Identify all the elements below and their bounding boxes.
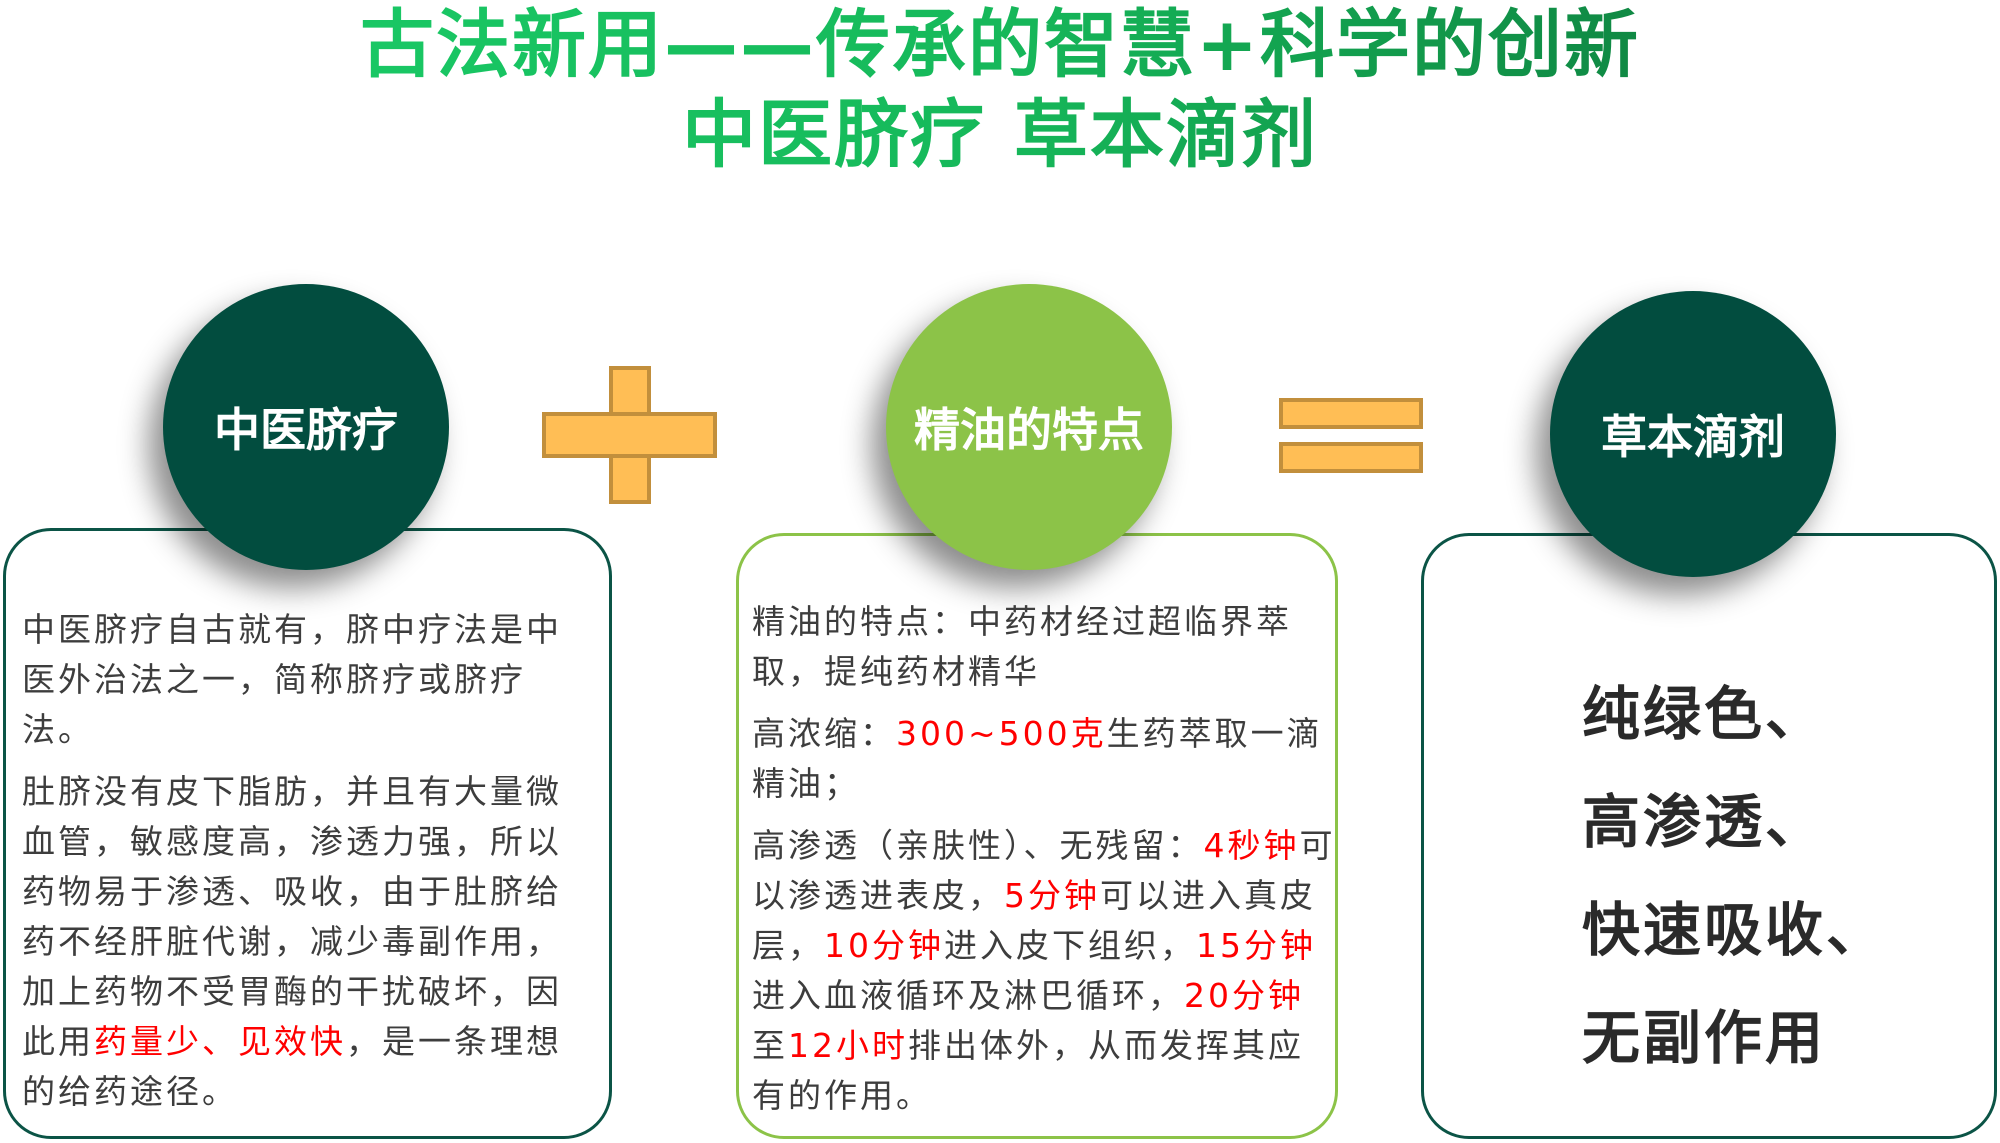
highlight-text: 12小时 [788, 1026, 908, 1065]
body-text-segment: 生药萃取一滴精油； [752, 714, 1323, 803]
feature-item: 纯绿色、 [1582, 680, 1827, 748]
circle-essential-oil: 精油的特点 [886, 284, 1172, 570]
paragraph: 精油的特点：中药材经过超临界萃取，提纯药材精华 [752, 597, 1337, 697]
circle-tcm-navel-therapy: 中医脐疗 [163, 284, 449, 570]
circle-label: 精油的特点 [914, 403, 1144, 457]
highlight-text: 300~500克 [896, 714, 1107, 753]
circle-label: 中医脐疗 [214, 403, 398, 457]
body-text-segment: ，是一条理想的给药途径。 [22, 1022, 562, 1111]
text-tcm-navel-therapy: 中医脐疗自古就有，脐中疗法是中医外治法之一，简称脐疗或脐疗法。 肚脐没有皮下脂肪… [22, 605, 597, 1129]
highlight-text: 10分钟 [824, 926, 944, 965]
circle-label: 草本滴剂 [1601, 410, 1785, 464]
box-essential-oil [736, 533, 1338, 1139]
text-essential-oil: 精油的特点：中药材经过超临界萃取，提纯药材精华 高浓缩：300~500克生药萃取… [752, 597, 1337, 1133]
feature-list: 纯绿色、 高渗透、 快速吸收、 无副作用 [1582, 660, 1887, 1092]
body-text-segment: 可以渗透进表皮， [752, 826, 1336, 915]
title-line-1: 古法新用——传承的智慧+科学的创新 [0, 2, 2000, 88]
paragraph: 高渗透（亲肤性）、无残留：4秒钟可以渗透进表皮，5分钟可以进入真皮层，10分钟进… [752, 821, 1337, 1121]
paragraph: 中医脐疗自古就有，脐中疗法是中医外治法之一，简称脐疗或脐疗法。 [22, 605, 597, 755]
box-tcm-navel-therapy [3, 528, 612, 1139]
feature-item: 无副作用 [1582, 1004, 1827, 1072]
paragraph: 高浓缩：300~500克生药萃取一滴精油； [752, 709, 1337, 809]
feature-item: 快速吸收、 [1582, 896, 1888, 964]
body-text-segment: 可以进入真皮层， [752, 876, 1316, 965]
highlight-text: 药量少、见效快 [94, 1022, 346, 1061]
paragraph: 肚脐没有皮下脂肪，并且有大量微血管，敏感度高，渗透力强，所以药物易于渗透、吸收，… [22, 767, 597, 1117]
highlight-text: 15分钟 [1196, 926, 1316, 965]
highlight-text: 20分钟 [1184, 976, 1304, 1015]
highlight-text: 4秒钟 [1203, 826, 1300, 865]
highlight-text: 5分钟 [1004, 876, 1100, 915]
body-text-segment: 中医脐疗自古就有，脐中疗法是中医外治法之一，简称脐疗或脐疗法。 [22, 610, 562, 749]
body-text-segment: 精油的特点：中药材经过超临界萃取，提纯药材精华 [752, 602, 1292, 691]
body-text-segment: 进入血液循环及淋巴循环， [752, 976, 1184, 1015]
feature-item: 高渗透、 [1582, 788, 1827, 856]
body-text-segment: 肚脐没有皮下脂肪，并且有大量微血管，敏感度高，渗透力强，所以药物易于渗透、吸收，… [22, 772, 562, 1061]
body-text-segment: 高浓缩： [752, 714, 896, 753]
body-text-segment: 进入皮下组织， [944, 926, 1196, 965]
body-text-segment: 至 [752, 1026, 788, 1065]
circle-herbal-drops: 草本滴剂 [1550, 291, 1836, 577]
body-text-segment: 高渗透（亲肤性）、无残留： [752, 826, 1204, 865]
box-herbal-drops [1421, 533, 1997, 1139]
title-line-2: 中医脐疗 草本滴剂 [0, 92, 2000, 178]
body-text-segment: 排出体外，从而发挥其应有的作用。 [752, 1026, 1304, 1115]
